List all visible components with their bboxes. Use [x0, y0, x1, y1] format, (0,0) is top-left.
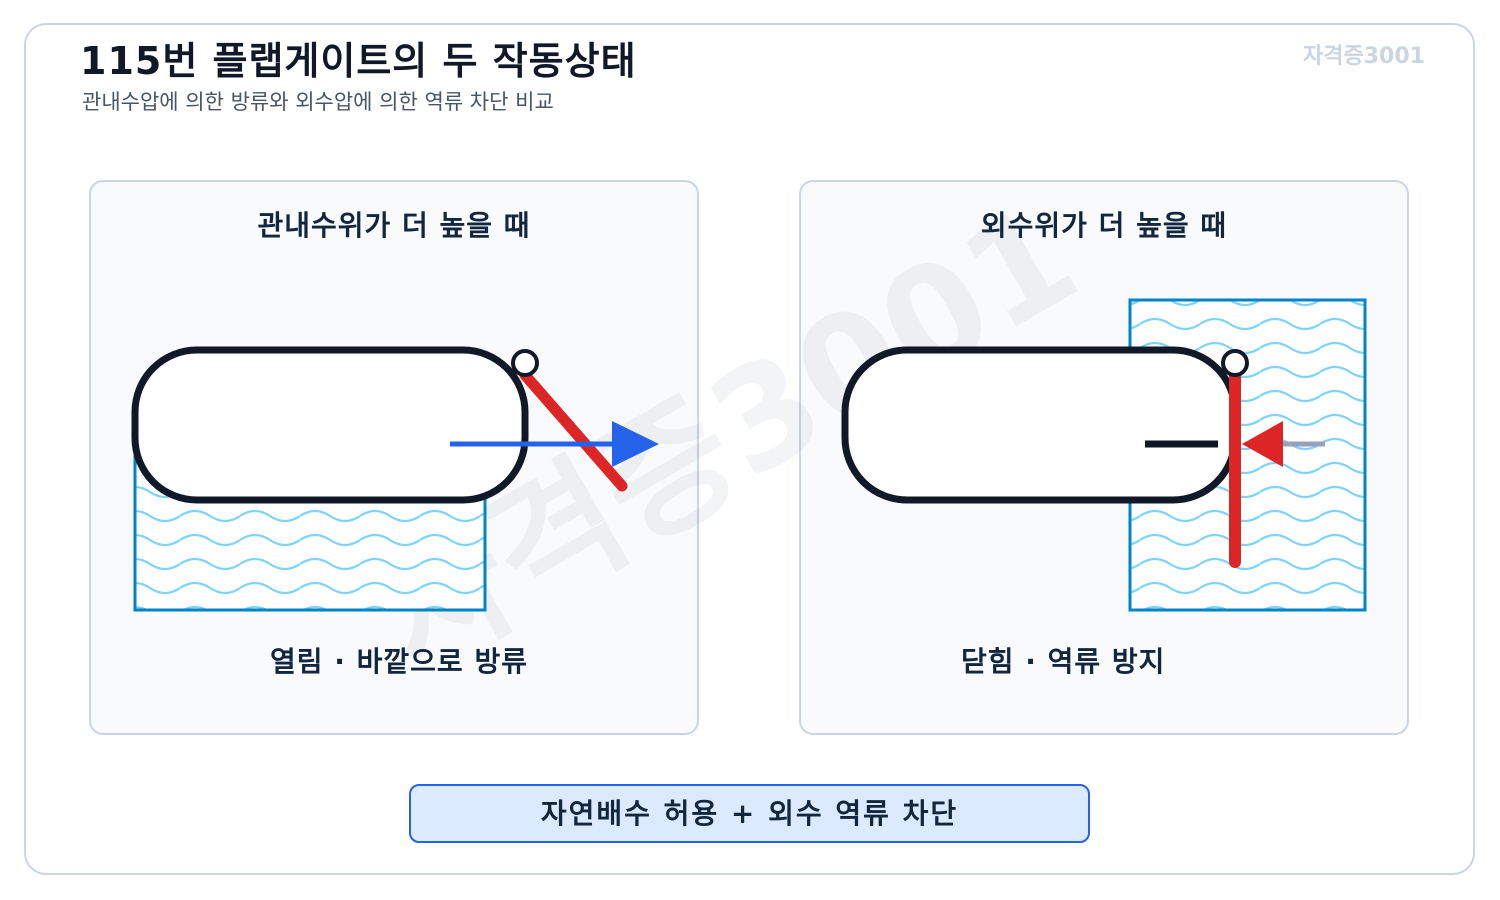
panel-closed-caption: 닫힘 · 역류 방지 [961, 645, 1166, 678]
source-badge: 자격증3001 [1303, 44, 1425, 69]
summary-box: 자연배수 허용 + 외수 역류 차단 [409, 784, 1090, 843]
right-pipe [841, 346, 1239, 504]
left-flap-gate [519, 369, 628, 492]
right-hinge [1221, 349, 1249, 377]
outflow-arrow [450, 421, 659, 467]
panel-open-caption: 열림 · 바깥으로 방류 [270, 645, 528, 678]
panel-open-title: 관내수위가 더 높을 때 [257, 209, 531, 242]
left-hinge [511, 349, 539, 377]
page-title: 115번 플랩게이트의 두 작동상태 [80, 39, 637, 83]
left-pipe [131, 346, 529, 504]
page-subtitle: 관내수압에 의한 방류와 외수압에 의한 역류 차단 비교 [82, 90, 554, 114]
panel-closed-title: 외수위가 더 높을 때 [980, 209, 1228, 242]
backflow-arrow [1242, 421, 1325, 467]
